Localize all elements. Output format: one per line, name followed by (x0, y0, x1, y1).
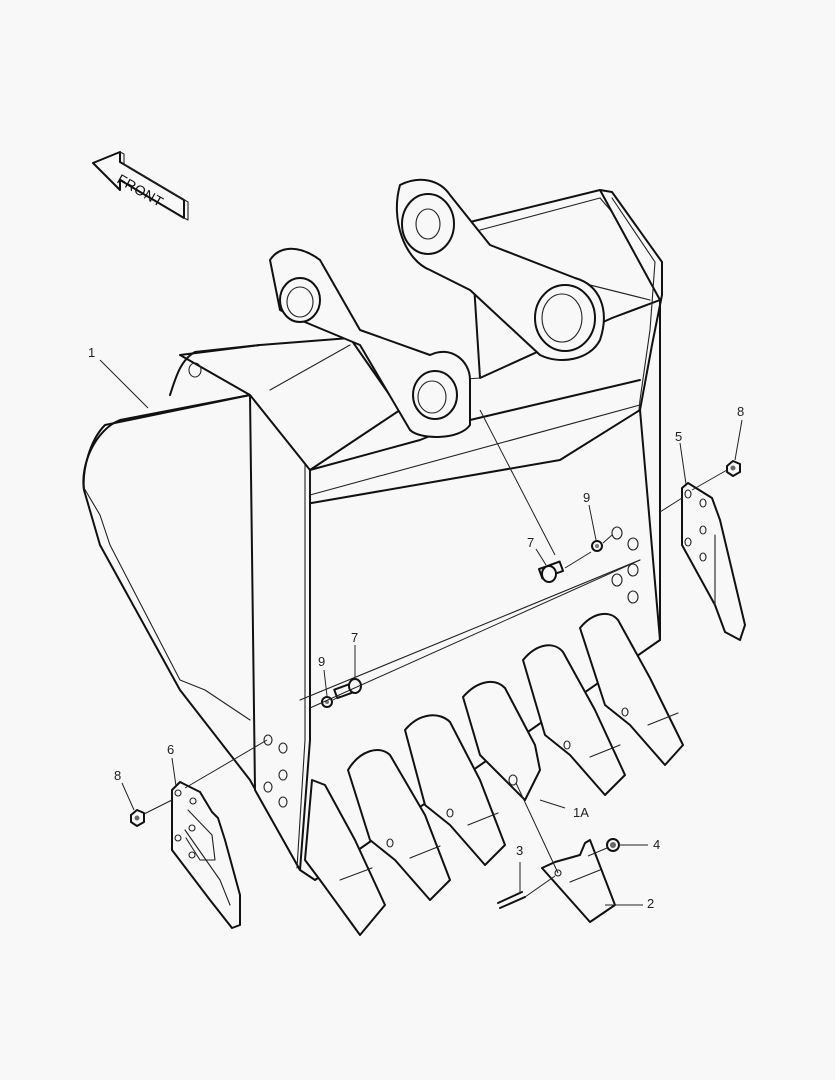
callout-9-left: 9 (318, 654, 326, 669)
bolt-holes-left (263, 734, 288, 808)
callout-1: 1 (88, 345, 96, 360)
side-cutter-right (681, 482, 746, 641)
nut-left (130, 809, 145, 827)
tooth-point-exploded (541, 839, 616, 923)
teeth-row (304, 612, 684, 936)
callout-2: 2 (647, 896, 655, 911)
callout-8-right: 8 (737, 404, 745, 419)
callout-6: 6 (167, 742, 175, 757)
callout-9-right: 9 (583, 490, 591, 505)
callout-8-left: 8 (114, 768, 122, 783)
callout-7-right: 7 (527, 535, 535, 550)
bolt-right (537, 560, 565, 583)
callout-3: 3 (516, 843, 524, 858)
front-arrow-icon: FRONT (92, 151, 189, 221)
callout-5: 5 (675, 429, 683, 444)
nut-right (726, 460, 741, 477)
bolt-holes-right (611, 526, 639, 604)
tooth-3 (404, 714, 506, 866)
side-cutter-left (171, 781, 241, 929)
washer-right (591, 540, 603, 552)
retaining-pin (497, 891, 526, 909)
tooth-1 (304, 779, 386, 936)
callout-7-left: 7 (351, 630, 359, 645)
tooth-4-adapter (462, 680, 541, 801)
leader-lines (99, 359, 743, 906)
callout-4: 4 (653, 837, 661, 852)
tooth-2 (347, 749, 451, 901)
tooth-6 (579, 612, 684, 766)
callout-1a: 1A (573, 805, 589, 820)
retaining-washer (606, 838, 620, 852)
bucket-body (82, 178, 663, 881)
tooth-5 (522, 644, 626, 796)
